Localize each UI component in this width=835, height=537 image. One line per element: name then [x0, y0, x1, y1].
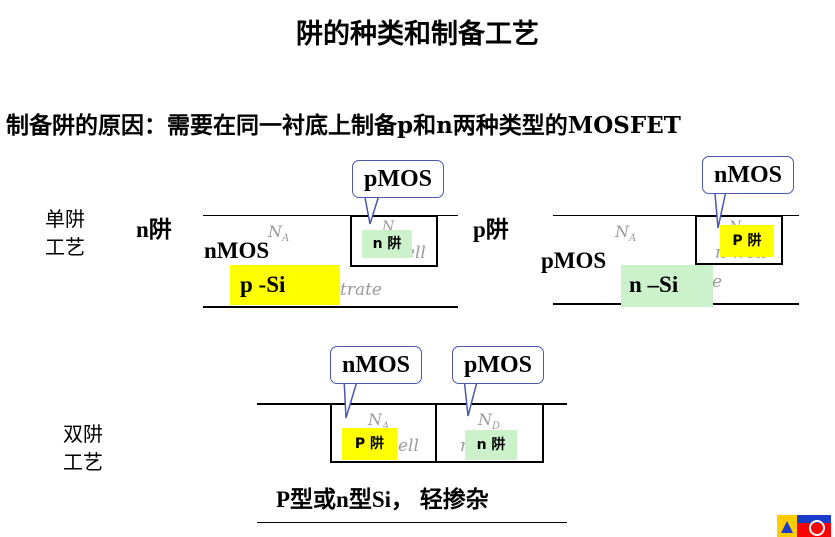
twin-well-label: 双阱 工艺 [58, 420, 108, 476]
pwell-heading: p阱 [473, 217, 509, 242]
twin-divider-right [542, 403, 544, 463]
twin-substrate-text: P型或n型Si， 轻掺杂 [276, 487, 489, 512]
pwell-substrate-tag: n –Si [621, 265, 713, 307]
single-well-label-line1: 单阱 [45, 207, 85, 231]
twin-bottom-line [257, 522, 567, 523]
nwell-faint-na: NA [268, 222, 290, 245]
twin-divider-left [330, 403, 332, 463]
pwell-device-label: pMOS [541, 248, 607, 273]
twin-callout-left: nMOS [330, 346, 422, 384]
twin-faint-left: NA [368, 410, 390, 433]
pwell-faint-substrate: e [712, 272, 723, 292]
nwell-tag: n 阱 [362, 230, 412, 258]
single-well-label-line2: 工艺 [45, 235, 85, 259]
nwell-heading: n阱 [136, 217, 172, 242]
nwell-surface-line [203, 215, 458, 216]
nwell-faint-substrate: trate [340, 280, 382, 300]
twin-well-bottom [330, 461, 544, 463]
nwell-device-label: nMOS [204, 238, 270, 263]
twin-faint-right: ND [478, 410, 501, 433]
single-well-label: 单阱 工艺 [40, 205, 90, 261]
twin-tag-left: P 阱 [342, 428, 397, 460]
twin-well-label-line1: 双阱 [63, 422, 103, 446]
pwell-surface-line [553, 215, 799, 216]
nwell-bottom-line [203, 306, 458, 308]
twin-callout-right: pMOS [452, 346, 544, 384]
twin-surface-line [257, 403, 567, 405]
nwell-substrate-tag: p -Si [230, 265, 340, 305]
twin-well-label-line2: 工艺 [63, 450, 103, 474]
pwell-callout: nMOS [702, 156, 794, 194]
nwell-callout: pMOS [352, 160, 444, 198]
reason-text: 制备阱的原因：需要在同一衬底上制备p和n两种类型的MOSFET [6, 112, 681, 139]
nwell-callout-pointer [363, 191, 381, 225]
twin-faint-left-well: ell [398, 436, 419, 456]
corner-logo-icon [777, 515, 831, 537]
twin-tag-right: n 阱 [465, 430, 517, 460]
twin-divider-mid [435, 403, 437, 463]
page-title: 阱的种类和制备工艺 [296, 19, 539, 50]
twin-callout-left-pointer [343, 377, 359, 419]
pwell-faint-na: NA [615, 222, 637, 245]
pwell-tag: P 阱 [720, 225, 774, 257]
twin-callout-right-pointer [463, 377, 479, 417]
